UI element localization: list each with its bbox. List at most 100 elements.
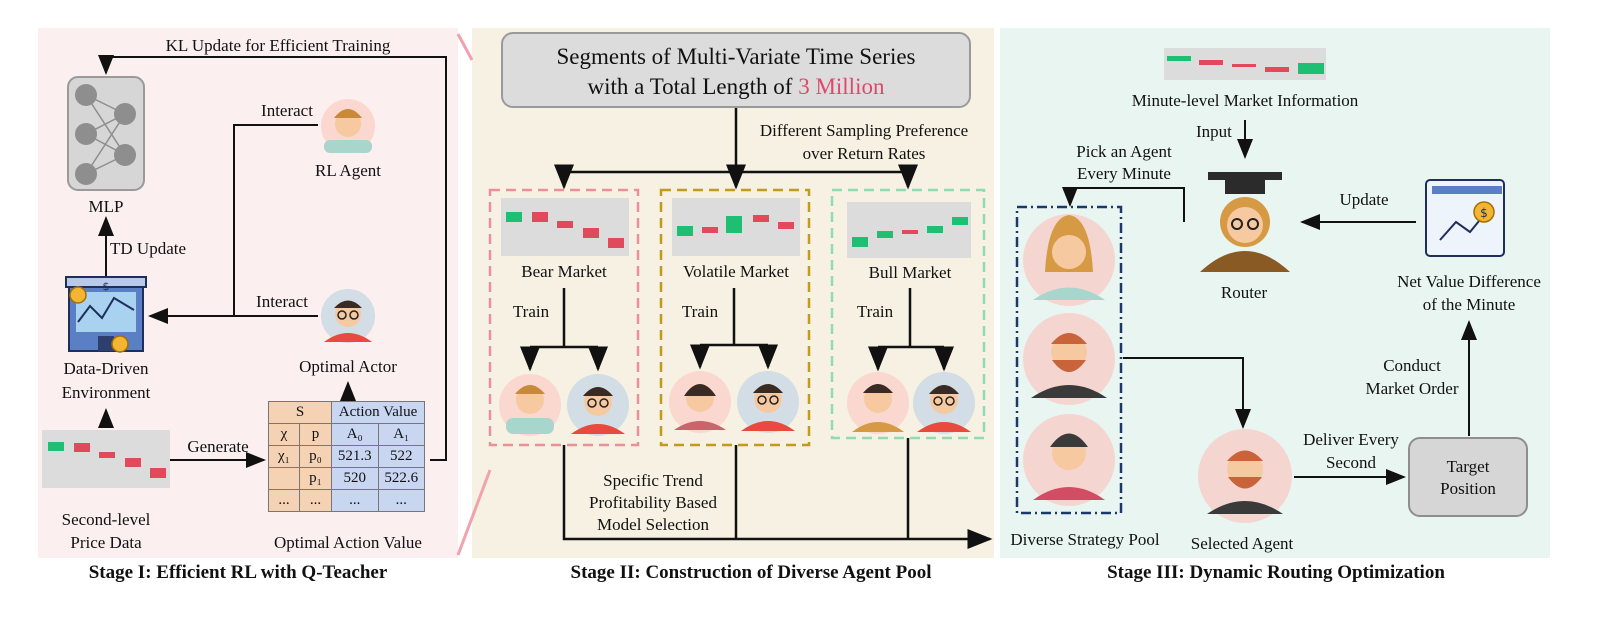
- table-cell: A₀: [331, 423, 379, 446]
- candle: [608, 238, 624, 248]
- strategy-pool-label: Diverse Strategy Pool: [1010, 530, 1160, 549]
- candle: [532, 212, 548, 222]
- bear-market-candles: [506, 212, 624, 248]
- stage3-title: Stage III: Dynamic Routing Optimization: [1107, 562, 1445, 583]
- segments-line1: Segments of Multi-Variate Time Series: [556, 44, 916, 69]
- rl-agent-avatar: [321, 99, 375, 153]
- trend-label-line1: Specific Trend: [603, 471, 703, 490]
- bull-market-box: [830, 188, 986, 440]
- environment-label-line1: Data-Driven: [63, 359, 149, 378]
- stage2-title: Stage II: Construction of Diverse Agent …: [570, 562, 932, 583]
- volatile-agent-2-avatar: [737, 371, 799, 433]
- candle: [583, 228, 599, 238]
- target-label-line1: Target: [1446, 457, 1490, 476]
- table-cell: 522: [377, 445, 425, 468]
- zoom-line-bottom: [456, 469, 492, 556]
- table-cell: 521.3: [331, 445, 379, 468]
- volatile-agent-1-avatar: [669, 371, 731, 433]
- volatile-market-label: Volatile Market: [683, 262, 789, 281]
- table-row: χ₁ p₀ 521.3 522: [268, 445, 425, 468]
- rl-agent-label: RL Agent: [315, 161, 381, 180]
- candle: [726, 216, 742, 233]
- router-label: Router: [1220, 283, 1268, 302]
- generate-label: Generate: [187, 437, 249, 456]
- candle: [1199, 60, 1223, 65]
- model-selection-arrow: [562, 445, 993, 549]
- candle: [778, 222, 794, 229]
- bear-market-box: [488, 188, 640, 447]
- table-cell: p₀: [298, 445, 333, 468]
- pool-agent-3-avatar: [1023, 414, 1115, 506]
- sampling-label-line2: over Return Rates: [802, 144, 926, 163]
- q-value-table: S Action Value χ p A₀ A₁ χ₁ p₀ 521.3 522…: [268, 401, 425, 512]
- candle: [1298, 63, 1324, 74]
- bull-market-label: Bull Market: [868, 263, 952, 282]
- minute-info-label: Minute-level Market Information: [1131, 91, 1359, 110]
- table-cell: ...: [268, 489, 300, 512]
- svg-text:$: $: [1480, 206, 1488, 220]
- candle: [99, 452, 115, 458]
- table-row: ... ... ... ...: [268, 489, 425, 512]
- optimal-actor-avatar: [321, 289, 375, 343]
- candle: [877, 231, 893, 238]
- pick-agent-arrow: [1062, 187, 1185, 222]
- environment-label-line2: Environment: [61, 383, 151, 402]
- price-data-label-line1: Second-level: [61, 510, 151, 529]
- selected-agent-label: Selected Agent: [1190, 534, 1294, 553]
- bull-agent-1-avatar: [847, 372, 909, 434]
- interact-bottom-label: Interact: [256, 292, 308, 311]
- candle: [702, 227, 718, 233]
- pick-agent-label-line1: Pick an Agent: [1076, 142, 1172, 161]
- router-avatar: [1200, 172, 1290, 272]
- candle: [74, 443, 90, 452]
- interact-top-line: [233, 124, 318, 316]
- segments-box: Segments of Multi-Variate Time Series wi…: [501, 32, 971, 108]
- table-header-s: S: [268, 401, 332, 424]
- volatile-train-label: Train: [681, 302, 719, 321]
- minute-market-candles: [1167, 56, 1324, 74]
- candle: [927, 226, 943, 233]
- strategy-pool-box: [1015, 205, 1123, 515]
- candle: [1265, 67, 1289, 72]
- table-row: χ p A₀ A₁: [268, 423, 425, 446]
- bear-market-label: Bear Market: [521, 262, 607, 281]
- segments-line2-prefix: with a Total Length of: [587, 74, 799, 99]
- volatile-market-box: [659, 188, 811, 447]
- table-cell: ...: [331, 489, 379, 512]
- svg-text:$: $: [103, 280, 110, 293]
- bear-train-label: Train: [512, 302, 550, 321]
- sampling-label-line1: Different Sampling Preference: [759, 121, 969, 140]
- bull-agent-2-avatar: [913, 372, 975, 434]
- optimal-actor-label: Optimal Actor: [299, 357, 397, 376]
- update-label: Update: [1339, 190, 1389, 209]
- select-agent-arrow: [1123, 357, 1251, 429]
- candle: [125, 458, 141, 467]
- mlp-network-icon: [67, 76, 145, 191]
- price-data-label-line2: Price Data: [70, 533, 142, 552]
- target-position-box: Target Position: [1408, 437, 1528, 517]
- kl-update-label: KL Update for Efficient Training: [165, 36, 391, 55]
- second-price-chart-bg: [42, 430, 170, 488]
- pool-agent-1-avatar: [1023, 214, 1115, 306]
- conduct-label-line1: Conduct: [1383, 356, 1441, 375]
- pool-agent-2-avatar: [1023, 313, 1115, 405]
- table-cell: 520: [331, 467, 379, 490]
- segments-highlight: 3 Million: [798, 74, 885, 99]
- bear-agent-2-avatar: [567, 374, 629, 436]
- candle: [506, 212, 522, 222]
- bear-agent-1-avatar: [499, 374, 561, 436]
- bull-train-label: Train: [856, 302, 894, 321]
- segments-line2: with a Total Length of 3 Million: [503, 72, 969, 102]
- kl-update-arrow: [98, 55, 447, 461]
- table-cell: [268, 467, 300, 490]
- candle: [902, 230, 918, 234]
- td-update-label: TD Update: [110, 239, 187, 258]
- mlp-label: MLP: [88, 197, 124, 216]
- candle: [677, 226, 693, 236]
- candle: [150, 468, 166, 478]
- second-price-candles: [48, 442, 166, 478]
- trend-label-line3: Model Selection: [597, 515, 709, 534]
- candle: [952, 217, 968, 225]
- table-header-action: Action Value: [331, 401, 425, 424]
